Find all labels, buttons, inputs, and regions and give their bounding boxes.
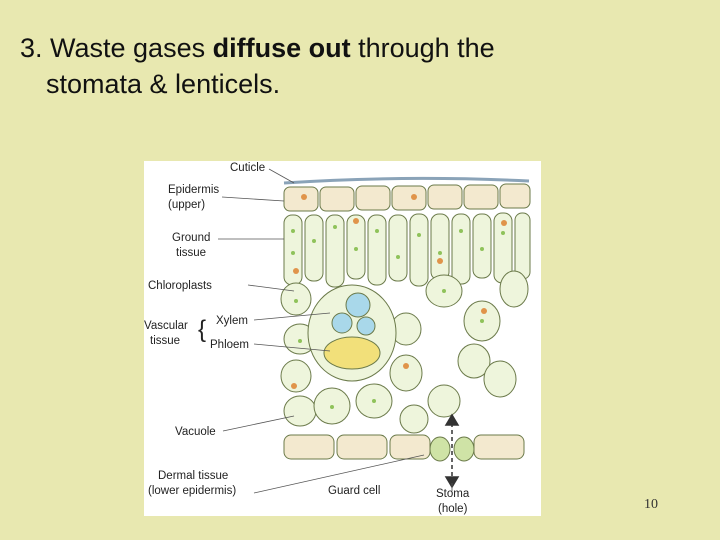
heading-prefix: 3. Waste gases: [20, 33, 213, 63]
spongy-cells: [280, 270, 529, 434]
leaf-diagram: Cuticle Epidermis (upper) Ground tissue …: [144, 162, 531, 515]
heading-suffix: through the: [350, 33, 495, 63]
nuclei: [291, 194, 507, 389]
vascular-bundle: [307, 284, 397, 382]
label-dermal-1: Dermal tissue: [158, 470, 228, 482]
label-epidermis-1: Epidermis: [168, 184, 219, 196]
label-xylem: Xylem: [216, 315, 248, 327]
heading-line-2: stomata & lenticels.: [46, 69, 281, 99]
label-cuticle: Cuticle: [230, 162, 265, 174]
guard-cells: [429, 436, 475, 462]
label-vascular-2: tissue: [150, 335, 180, 347]
chloroplasts: [291, 225, 505, 409]
stoma-arrow: [444, 413, 460, 489]
heading-bold: diffuse out: [212, 33, 351, 63]
label-epidermis-2: (upper): [168, 199, 205, 211]
label-guard-cell: Guard cell: [328, 485, 380, 497]
leader-lines: [218, 168, 453, 494]
label-phloem: Phloem: [210, 339, 249, 351]
label-chloroplasts: Chloroplasts: [148, 280, 212, 292]
upper-epidermis: [283, 183, 531, 212]
label-ground-1: Ground: [172, 232, 210, 244]
leaf-cross-section-figure: Cuticle Epidermis (upper) Ground tissue …: [144, 161, 541, 516]
label-stoma-1: Stoma: [436, 488, 470, 500]
label-vascular-1: Vascular: [144, 320, 188, 332]
label-vacuole: Vacuole: [175, 426, 216, 438]
cuticle-layer: [283, 176, 530, 185]
label-stoma-2: (hole): [438, 503, 468, 515]
vascular-brace: {: [198, 316, 206, 343]
label-dermal-2: (lower epidermis): [148, 485, 236, 497]
lower-epidermis: [283, 434, 525, 460]
page-number: 10: [644, 497, 658, 512]
slide-heading: 3. Waste gases diffuse out through the s…: [20, 30, 700, 102]
label-ground-2: tissue: [176, 247, 206, 259]
palisade-cells: [283, 212, 531, 288]
